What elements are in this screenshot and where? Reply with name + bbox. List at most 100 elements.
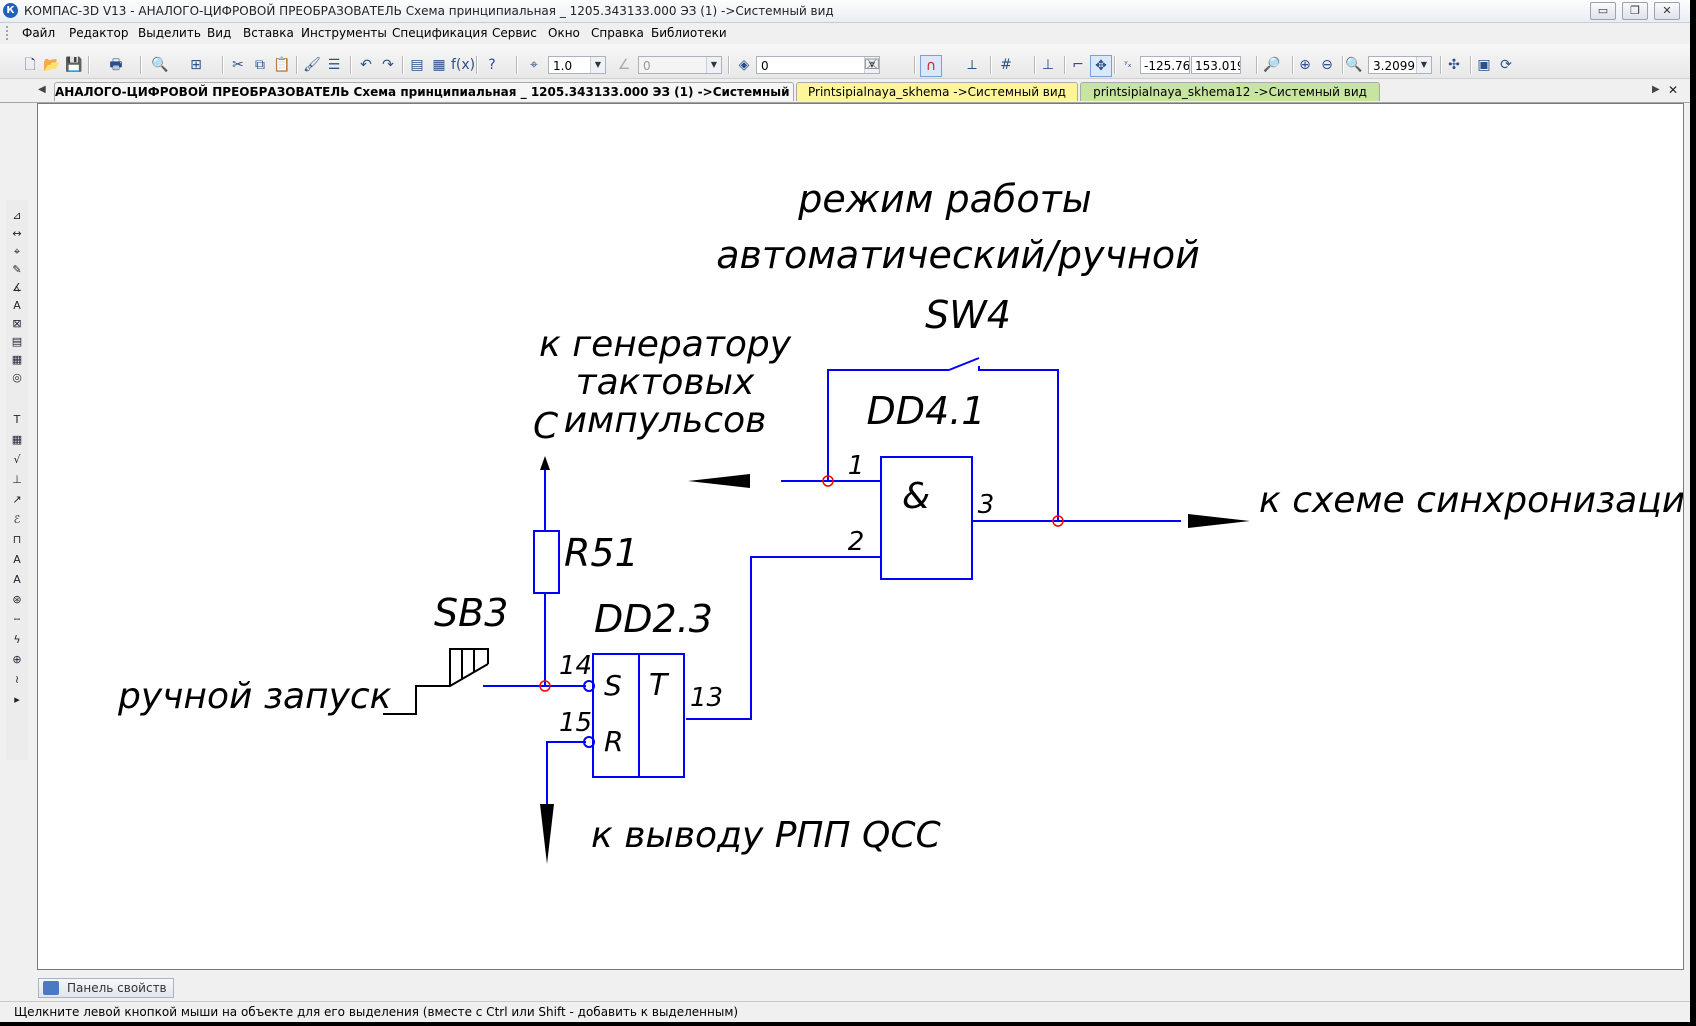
layer-state-icon[interactable]: ⌧ (863, 57, 881, 73)
layer-combo[interactable]: 0▼ (756, 56, 880, 74)
dimensions-icon[interactable]: ↔ (12, 227, 22, 240)
zoom-in-icon[interactable]: ⊕ (1299, 57, 1311, 73)
sw4-contact (948, 357, 980, 371)
zoom-out-icon[interactable]: ⊖ (1321, 57, 1333, 73)
cut-icon[interactable]: ✂ (232, 57, 244, 73)
menu-grip-handle[interactable] (6, 26, 11, 40)
select-icon[interactable]: ⊠ (12, 317, 22, 330)
restore-button[interactable]: ❐ (1622, 2, 1648, 20)
copy-icon[interactable]: ⧉ (255, 57, 265, 73)
zoom-scale-icon[interactable]: 🔍 (1345, 57, 1363, 73)
menu-file[interactable]: Файл (22, 26, 56, 40)
cursor-snap-icon[interactable]: ✥ (1090, 55, 1112, 77)
centerline-icon[interactable]: ╌ (13, 613, 21, 626)
minimize-button[interactable]: ▭ (1590, 2, 1616, 20)
new-document-icon[interactable]: 🗋 (24, 57, 36, 73)
menu-edit[interactable]: Редактор (69, 26, 129, 40)
properties-brush-icon[interactable]: 🖌 (303, 57, 321, 73)
menu-tools[interactable]: Инструменты (301, 26, 387, 40)
cut-line-icon[interactable]: A (13, 553, 21, 566)
designations-icon[interactable]: ⌖ (13, 245, 21, 258)
redo-icon[interactable]: ↷ (382, 57, 394, 73)
kompas-logo-icon: К (3, 3, 18, 18)
mark-icon[interactable]: ⊓ (12, 533, 22, 546)
reports-icon[interactable]: ▦ (11, 353, 23, 366)
round-corner-icon[interactable]: ⌐ (1072, 57, 1084, 73)
spec-icon[interactable]: ▤ (11, 335, 23, 348)
toolbar-separator (350, 56, 352, 74)
menu-bar: Файл Редактор Выделить Вид Вставка Инстр… (0, 23, 1690, 43)
angle-combo[interactable]: 0▼ (638, 56, 722, 74)
roughness-icon[interactable]: √ (13, 453, 21, 466)
tab-main-schematic[interactable]: АНАЛОГО-ЦИФРОВОЙ ПРЕОБРАЗОВАТЕЛЬ Схема п… (54, 82, 794, 101)
ortho-icon[interactable]: ⟂ (967, 57, 977, 73)
tab-close-icon[interactable]: ✕ (1668, 83, 1679, 97)
dd23-label: DD2.3 (594, 597, 713, 641)
view-arrow-icon[interactable]: A (13, 573, 21, 586)
close-button[interactable]: ✕ (1654, 2, 1680, 20)
undo-icon[interactable]: ↶ (360, 57, 372, 73)
step-cursor-icon[interactable]: ⌖ (530, 57, 538, 73)
fragment-icon[interactable]: ◎ (12, 371, 22, 384)
coord-x-field[interactable]: -125.76 (1140, 56, 1190, 74)
menu-select[interactable]: Выделить (138, 26, 201, 40)
menu-service[interactable]: Сервис (492, 26, 537, 40)
local-cs-icon[interactable]: ⊥ (1041, 57, 1055, 73)
open-folder-icon[interactable]: 📂 (43, 57, 61, 73)
list-icon[interactable]: ☰ (327, 57, 341, 73)
coord-y-field[interactable]: 153.019 (1191, 56, 1241, 74)
pin15-label: 15 (559, 708, 592, 738)
snap-magnet-icon[interactable]: ∩ (920, 55, 942, 77)
tree-icon[interactable]: ▤ (410, 57, 424, 73)
parametrization-icon[interactable]: ∡ (12, 281, 22, 294)
c-up-arrow (540, 456, 550, 470)
menu-insert[interactable]: Вставка (243, 26, 294, 40)
refresh-icon[interactable]: ⟳ (1500, 57, 1512, 73)
center-mark-icon[interactable]: ⊕ (12, 653, 22, 666)
menu-libraries[interactable]: Библиотеки (651, 26, 727, 40)
grid-icon[interactable]: # (1000, 57, 1012, 73)
tab-scroll-left-icon[interactable]: ◀ (38, 84, 46, 95)
table-icon[interactable]: ▦ (11, 433, 23, 446)
menu-window[interactable]: Окно (548, 26, 580, 40)
print-icon[interactable]: 🖶 (109, 57, 123, 73)
menu-help[interactable]: Справка (591, 26, 644, 40)
r51-resistor (533, 530, 560, 594)
gen-label-line3: импульсов (564, 400, 767, 441)
tab-printsipialnaya-skhema12[interactable]: printsipialnaya_skhema12 ->Системный вид (1080, 82, 1380, 101)
leader-icon[interactable]: ↗ (12, 493, 22, 506)
position-leader-icon[interactable]: ℰ (13, 513, 21, 526)
preview-icon[interactable]: 🔍 (151, 57, 169, 73)
fx-icon[interactable]: f(x) (451, 57, 476, 73)
tab-printsipialnaya-skhema[interactable]: Printsipialnaya_skhema ->Системный вид (796, 82, 1078, 101)
angle-icon[interactable]: ∠ (617, 57, 631, 73)
menu-view[interactable]: Вид (207, 26, 232, 40)
measure-icon[interactable]: A (13, 299, 21, 312)
geometry-icon[interactable]: ⊿ (12, 209, 22, 222)
toolbar-separator (296, 56, 298, 74)
tab-scroll-right-icon[interactable]: ▶ (1652, 84, 1660, 95)
base-icon[interactable]: ⊥ (12, 473, 22, 486)
axis-icon[interactable]: ⊛ (12, 593, 22, 606)
text-icon[interactable]: T (13, 413, 21, 426)
edit-icon[interactable]: ✎ (12, 263, 22, 276)
save-icon[interactable]: 💾 (65, 57, 83, 73)
zoom-window-icon[interactable]: 🔎 (1263, 57, 1281, 73)
paste-icon[interactable]: 📋 (273, 57, 291, 73)
dd41-block (880, 456, 973, 580)
manager-icon[interactable]: ⊞ (190, 57, 202, 73)
collapse-icon[interactable]: ▸ (14, 693, 20, 706)
variables-icon[interactable]: ▦ (432, 57, 446, 73)
drawing-canvas[interactable]: режим работы автоматический/ручной SW4 к… (37, 103, 1684, 970)
wave-icon[interactable]: ϟ (13, 633, 21, 646)
properties-panel-tab[interactable]: Панель свойств (38, 978, 174, 998)
step-combo[interactable]: 1.0▼ (548, 56, 606, 74)
menu-specification[interactable]: Спецификация (392, 26, 488, 40)
pan-icon[interactable]: ✣ (1448, 57, 1460, 73)
layers-icon[interactable]: ◈ (738, 57, 750, 73)
show-all-icon[interactable]: ▣ (1477, 57, 1491, 73)
break-icon[interactable]: ≀ (14, 673, 20, 686)
zoom-combo[interactable]: 3.2099▼ (1368, 56, 1432, 74)
toolbar-separator (222, 56, 224, 74)
help-cursor-icon[interactable]: ? (488, 57, 496, 73)
